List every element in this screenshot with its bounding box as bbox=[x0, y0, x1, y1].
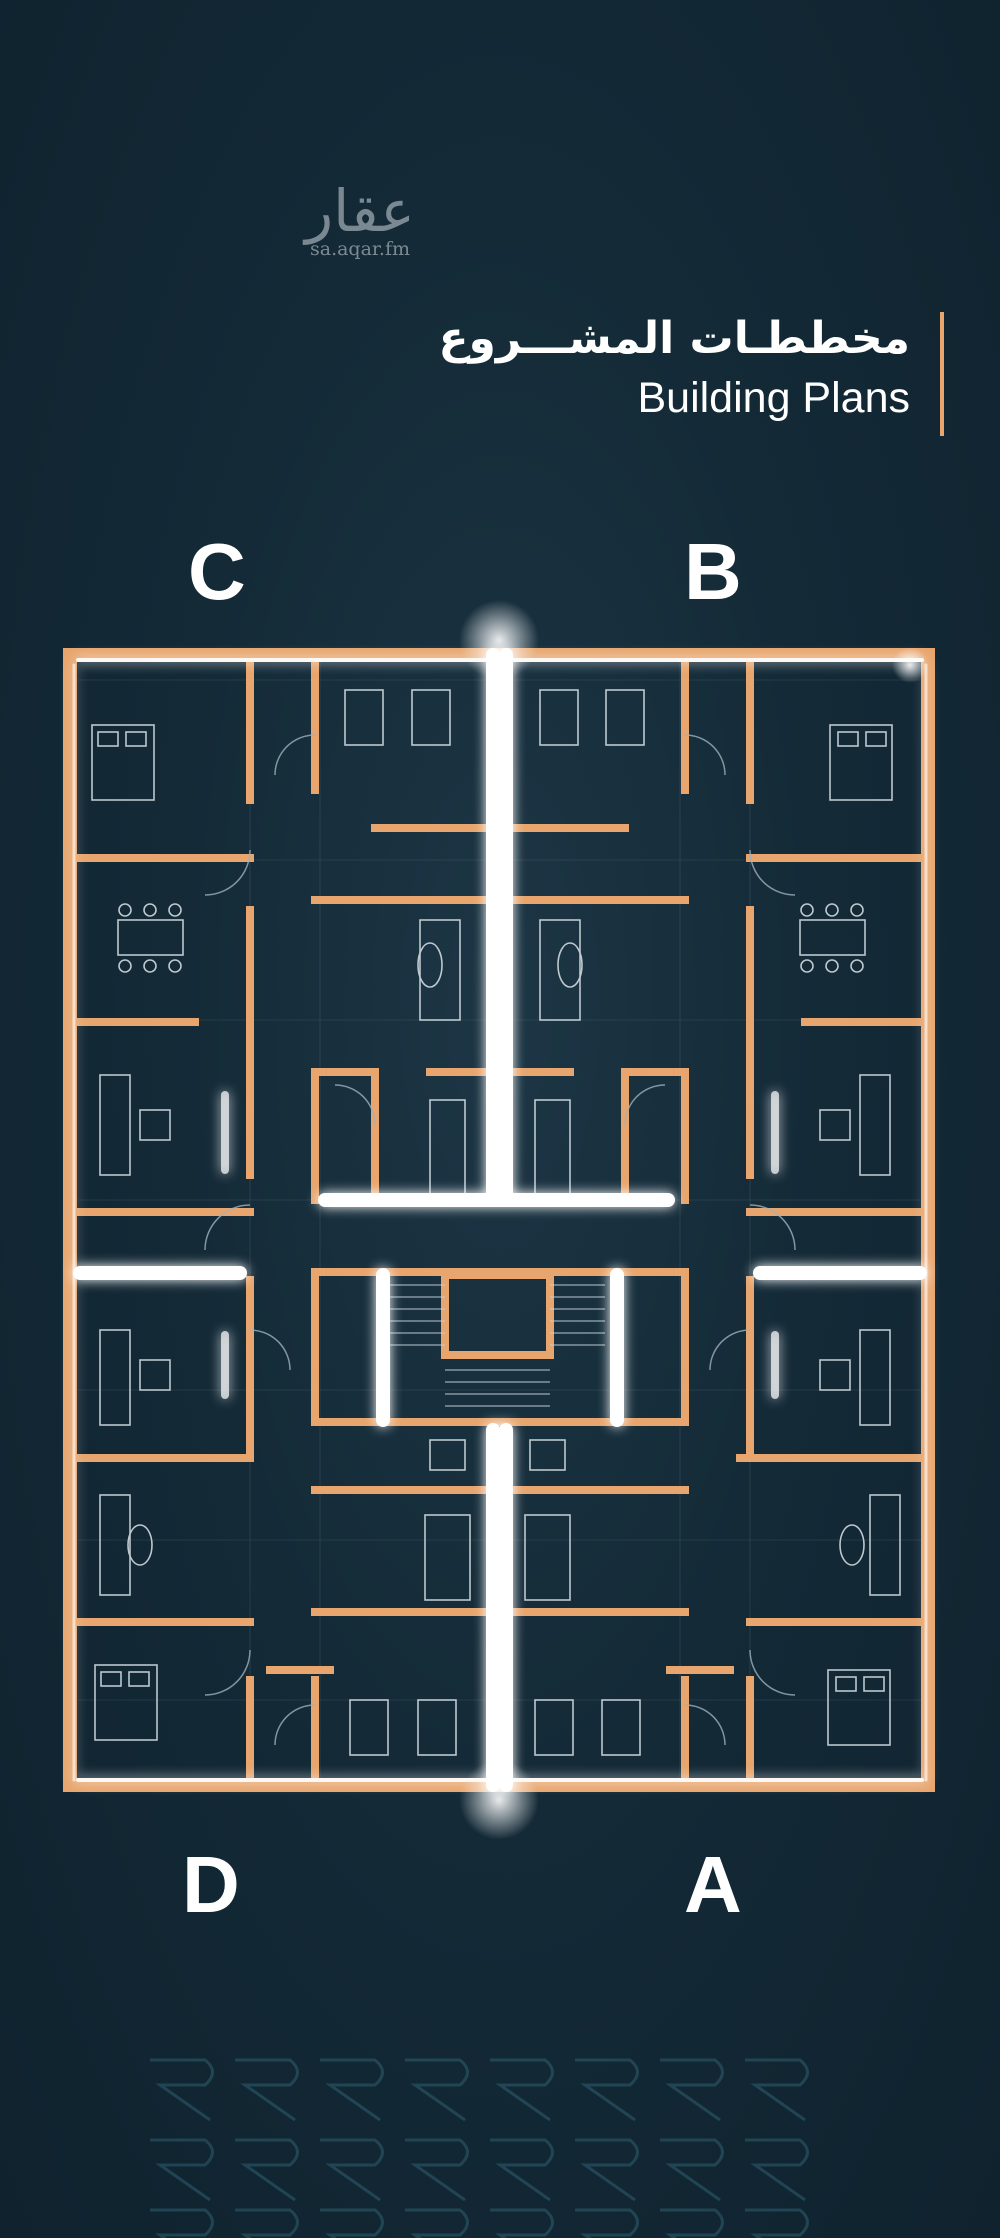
staircase bbox=[390, 1284, 605, 1407]
sofa-icon bbox=[539, 919, 581, 1021]
bed-icon bbox=[411, 689, 451, 746]
door-swings bbox=[204, 734, 796, 1746]
kitchen-counter-icon bbox=[424, 1514, 471, 1601]
bed-icon bbox=[349, 1699, 389, 1756]
sofa-icon bbox=[99, 1494, 131, 1596]
brand-pattern bbox=[150, 2058, 809, 2238]
sofa-icon bbox=[859, 1074, 891, 1176]
title-accent-bar bbox=[940, 312, 944, 436]
kitchen-counter-icon bbox=[524, 1514, 571, 1601]
light-flares bbox=[459, 600, 928, 1840]
unit-label-b: B bbox=[684, 527, 742, 616]
bed-icon bbox=[94, 1664, 158, 1741]
dining-table-icon bbox=[117, 919, 184, 956]
bed-icon bbox=[344, 689, 384, 746]
unit-label-a: A bbox=[684, 1840, 742, 1929]
page-title: مخططـات المشـــروع Building Plans bbox=[438, 310, 910, 426]
title-english: Building Plans bbox=[637, 374, 910, 422]
sofa-icon bbox=[419, 919, 461, 1021]
kitchen-counter-icon bbox=[534, 1099, 571, 1196]
bed-icon bbox=[605, 689, 645, 746]
title-arabic: مخططـات المشـــروع bbox=[438, 313, 910, 364]
furniture bbox=[91, 689, 901, 1756]
bed-icon bbox=[827, 1669, 891, 1746]
aqar-watermark: عقار sa.aqar.fm bbox=[280, 178, 440, 260]
watermark-brand: عقار bbox=[305, 177, 415, 245]
bed-icon bbox=[829, 724, 893, 801]
dining-table-icon bbox=[799, 919, 866, 956]
bed-icon bbox=[534, 1699, 574, 1756]
sofa-icon bbox=[99, 1074, 131, 1176]
sofa-icon bbox=[99, 1329, 131, 1426]
sofa-icon bbox=[869, 1494, 901, 1596]
bed-icon bbox=[601, 1699, 641, 1756]
bed-icon bbox=[91, 724, 155, 801]
light-strips bbox=[72, 648, 928, 1792]
sofa-icon bbox=[859, 1329, 891, 1426]
watermark-url: sa.aqar.fm bbox=[309, 238, 411, 260]
bed-icon bbox=[417, 1699, 457, 1756]
sink-icon bbox=[529, 1439, 566, 1471]
sink-icon bbox=[429, 1439, 466, 1471]
bed-icon bbox=[539, 689, 579, 746]
unit-label-c: C bbox=[188, 527, 246, 616]
kitchen-counter-icon bbox=[429, 1099, 466, 1196]
unit-label-d: D bbox=[182, 1840, 240, 1929]
